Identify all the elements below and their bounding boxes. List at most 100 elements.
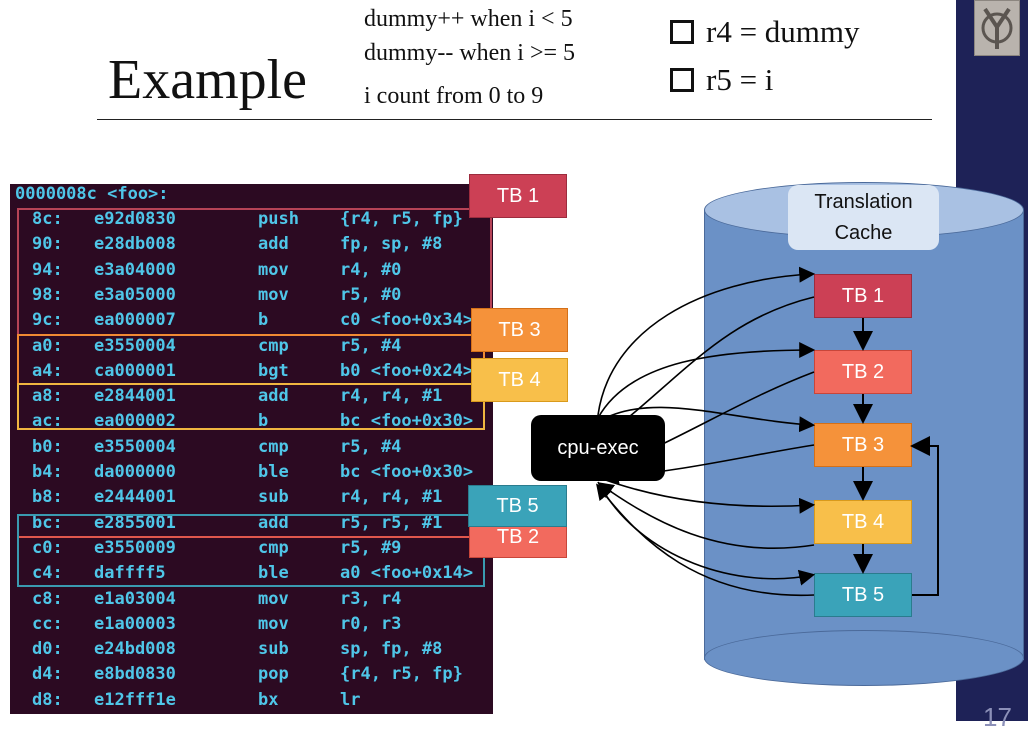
code-mnemonic: sub	[258, 487, 289, 508]
code-operands: r5, #4	[340, 335, 402, 356]
cpu-exec-node: cpu-exec	[531, 415, 665, 481]
cylinder-edge	[704, 210, 705, 658]
code-hex: e1a03004	[94, 588, 176, 609]
tb1-highlight	[17, 208, 492, 336]
code-operands: a0 <foo+0x14>	[340, 563, 474, 584]
code-addr: a8:	[32, 386, 63, 407]
code-addr: d0:	[32, 639, 63, 660]
code-operands: r4, #0	[340, 259, 402, 280]
cylinder-edge	[1023, 210, 1024, 658]
code-hex: e12fff1e	[94, 689, 176, 710]
code-operands: {r4, r5, fp}	[340, 664, 463, 685]
code-addr: d8:	[32, 689, 63, 710]
code-hex: e92d0830	[94, 209, 176, 229]
code-line: b8: e2444001 sub r4, r4, #1	[10, 487, 493, 512]
code-hex: ca000001	[94, 360, 176, 381]
code-operands: lr	[340, 689, 361, 710]
title-divider	[97, 119, 932, 120]
code-operands: b0 <foo+0x24>	[340, 360, 474, 381]
code-addr: 94:	[32, 259, 63, 280]
code-addr: b8:	[32, 487, 63, 508]
slide-number: 17	[983, 702, 1012, 732]
code-line: 9c: ea000007 b c0 <foo+0x34>	[10, 310, 493, 335]
code-mnemonic: mov	[258, 259, 289, 280]
code-hex: daffff5	[94, 563, 166, 584]
checkbox-icon	[670, 20, 694, 44]
code-mnemonic: pop	[258, 664, 289, 685]
code-hex: e3a04000	[94, 259, 176, 280]
code-mnemonic: b	[258, 310, 269, 331]
code-mnemonic: cmp	[258, 537, 289, 558]
code-addr: c8:	[32, 588, 63, 609]
code-operands: r5, #4	[340, 436, 402, 457]
code-mnemonic: bgt	[258, 360, 289, 381]
code-addr: a4:	[32, 360, 63, 381]
code-mnemonic: mov	[258, 613, 289, 634]
register-note: r5 = i	[670, 62, 773, 98]
code-hex: e3a05000	[94, 284, 176, 305]
code-addr: cc:	[32, 613, 63, 634]
code-operands: bc <foo+0x30>	[340, 462, 474, 482]
code-hex: e2444001	[94, 487, 176, 508]
code-hex: ea000002	[94, 411, 176, 432]
code-operands: r5, #0	[340, 284, 402, 305]
register-text: r4 = dummy	[706, 14, 860, 49]
cache-tb2: TB 2	[814, 350, 912, 394]
code-hex: ea000007	[94, 310, 176, 331]
code-line: a4: ca000001 bgt b0 <foo+0x24>	[10, 361, 493, 386]
code-hex: e1a00003	[94, 613, 176, 634]
cylinder-bottom	[704, 630, 1024, 686]
code-addr: a0:	[32, 335, 63, 356]
code-operands: c0 <foo+0x34>	[340, 310, 474, 331]
code-mnemonic: mov	[258, 588, 289, 609]
code-hex: e8bd0830	[94, 664, 176, 685]
code-operands: r4, r4, #1	[340, 487, 443, 508]
code-mnemonic: b	[258, 411, 269, 432]
code-operands: r5, r5, #1	[340, 512, 443, 533]
code-operands: {r4, r5, fp}	[340, 209, 463, 229]
code-mnemonic: ble	[258, 462, 289, 482]
code-hex: e24bd008	[94, 639, 176, 660]
cache-tb5: TB 5	[814, 573, 912, 617]
code-addr: 9c:	[32, 310, 63, 331]
cache-tb4: TB 4	[814, 500, 912, 544]
code-hex: e2855001	[94, 512, 176, 533]
code-mnemonic: add	[258, 234, 289, 255]
register-text: r5 = i	[706, 62, 774, 97]
code-addr: b0:	[32, 436, 63, 457]
function-header: 0000008c <foo>:	[15, 184, 169, 204]
code-line: c0: e3550009 cmp r5, #9	[10, 538, 493, 563]
code-addr: d4:	[32, 664, 63, 685]
code-addr: 8c:	[32, 209, 63, 229]
code-operands: r4, r4, #1	[340, 386, 443, 407]
code-hex: e28db008	[94, 234, 176, 255]
cache-tb3: TB 3	[814, 423, 912, 467]
code-tb5-label: TB 5	[468, 485, 567, 527]
code-mnemonic: sub	[258, 639, 289, 660]
condition-line: dummy++ when i < 5	[364, 6, 573, 32]
tb4-highlight	[17, 383, 485, 430]
slide-title: Example	[108, 49, 308, 111]
code-addr: c0:	[32, 537, 63, 558]
code-hex: e3550004	[94, 335, 176, 356]
code-line: d4: e8bd0830 pop {r4, r5, fp}	[10, 664, 493, 689]
code-addr: b4:	[32, 462, 63, 482]
code-hex: e3550009	[94, 537, 176, 558]
code-operands: r5, #9	[340, 537, 402, 558]
tb3-highlight	[17, 334, 485, 385]
code-operands: bc <foo+0x30>	[340, 411, 474, 432]
register-note: r4 = dummy	[670, 14, 860, 50]
